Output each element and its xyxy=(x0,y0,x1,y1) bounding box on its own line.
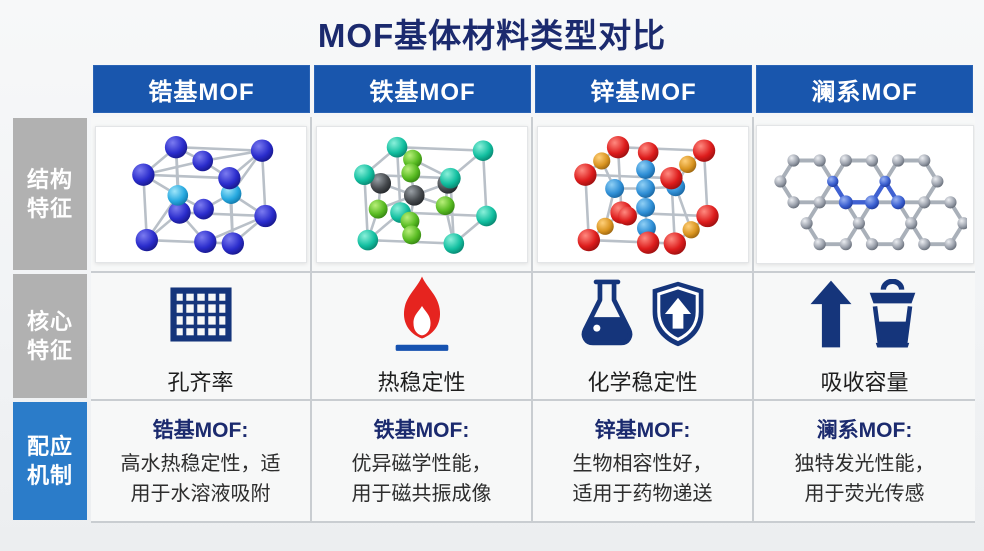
mechanism-text: 高水热稳定性，适 xyxy=(120,452,281,475)
up-arrow-icon xyxy=(809,279,853,354)
mechanism-title: 铁基MOF: xyxy=(373,418,470,442)
mechanism-cell-iron: 铁基MOF: 优异磁学性能， 用于磁共振成像 xyxy=(312,401,533,523)
table-corner-spacer xyxy=(13,65,91,117)
mechanism-cell-zinc: 锌基MOF: 生物相容性好， 适用于药物递送 xyxy=(533,401,754,523)
mechanism-text: 用于荧光传感 xyxy=(804,482,925,505)
feature-cell-iron: 热稳定性 xyxy=(312,273,533,401)
mechanism-title: 澜系MOF: xyxy=(816,418,913,442)
structure-cell-iron xyxy=(312,117,533,273)
mof-comparison-page: MOF基体材料类型对比 锆基MOF 铁基MOF 锌基MOF 澜系MOF 结构 特… xyxy=(0,9,984,523)
structure-cell-zinc xyxy=(533,117,754,273)
mechanism-text: 独特发光性能， xyxy=(794,452,935,475)
page-title: MOF基体材料类型对比 xyxy=(317,17,667,54)
mechanism-text: 用于水溶液吸附 xyxy=(130,482,271,505)
zinc-mof-structure-image xyxy=(536,125,749,263)
column-header-iron: 铁基MOF xyxy=(314,65,531,113)
feature-cell-zirconium: 孔齐率 xyxy=(91,273,312,401)
iron-mof-structure-image xyxy=(315,125,528,263)
mechanism-text: 适用于药物递送 xyxy=(572,482,713,505)
mechanism-text: 用于磁共振成像 xyxy=(351,482,492,505)
mechanism-title: 锌基MOF: xyxy=(594,418,691,442)
feature-label: 化学稳定性 xyxy=(587,369,698,395)
container-icon xyxy=(865,278,920,354)
comparison-table: 锆基MOF 铁基MOF 锌基MOF 澜系MOF 结构 特征 xyxy=(13,65,975,523)
grid-icon xyxy=(169,286,232,347)
mechanism-title: 锆基MOF: xyxy=(152,418,249,442)
lanthanide-mof-structure-image xyxy=(755,124,974,264)
feature-cell-zinc: 化学稳定性 xyxy=(533,273,754,401)
column-header-lanthanide: 澜系MOF xyxy=(756,65,973,113)
flame-icon xyxy=(391,275,453,359)
feature-label: 孔齐率 xyxy=(167,369,234,395)
feature-cell-lanthanide: 吸收容量 xyxy=(754,273,975,401)
row-label-structure-features: 结构 特征 xyxy=(13,118,87,270)
row-label-coordination-mechanism: 配应 机制 xyxy=(13,402,87,520)
feature-label: 热稳定性 xyxy=(377,369,466,395)
column-header-zinc: 锌基MOF xyxy=(535,65,752,113)
mechanism-text: 生物相容性好， xyxy=(572,452,713,475)
shield-arrow-icon xyxy=(648,279,708,354)
row-label-core-features: 核心 特征 xyxy=(13,274,87,398)
structure-cell-zirconium xyxy=(91,117,312,273)
mechanism-text: 优异磁学性能， xyxy=(351,452,492,475)
zirconium-mof-structure-image xyxy=(94,125,307,263)
feature-label: 吸收容量 xyxy=(820,369,909,395)
mechanism-cell-lanthanide: 澜系MOF: 独特发光性能， 用于荧光传感 xyxy=(754,401,975,523)
column-header-zirconium: 锆基MOF xyxy=(93,65,310,113)
structure-cell-lanthanide xyxy=(754,117,975,273)
flask-icon xyxy=(578,278,636,355)
mechanism-cell-zirconium: 锆基MOF: 高水热稳定性，适 用于水溶液吸附 xyxy=(91,401,312,523)
